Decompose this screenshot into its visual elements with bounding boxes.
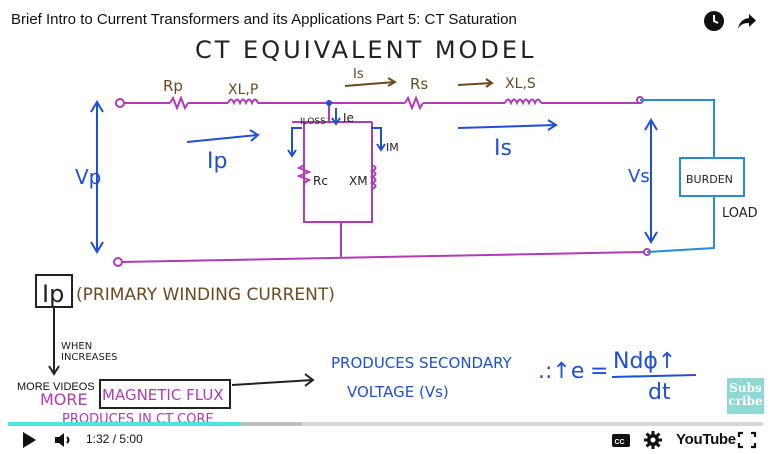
label-im: IM <box>386 141 399 154</box>
label-vp: Vp <box>75 165 101 189</box>
label-rp: Rp <box>163 77 183 95</box>
label-xls: XL,S <box>505 76 536 92</box>
label-ip-arrow: Ip <box>207 149 227 174</box>
svg-text:CC: CC <box>615 439 625 446</box>
label-increases: INCREASES <box>61 352 118 363</box>
label-when: WHEN <box>61 341 92 352</box>
label-rs: Rs <box>410 75 428 93</box>
label-ie: Ie <box>343 111 354 125</box>
progress-played <box>8 422 240 426</box>
label-produces-secondary: PRODUCES SECONDARY <box>331 354 513 372</box>
label-vs: Vs <box>628 166 650 187</box>
captions-icon[interactable]: CC <box>611 429 631 451</box>
eq-lhs: .:↑e <box>538 359 584 384</box>
time-display: 1:32 / 5:00 <box>86 432 143 446</box>
settings-gear-icon[interactable] <box>643 429 663 451</box>
label-ip-box: Ip <box>42 280 64 308</box>
subscribe-button[interactable]: Subs cribe <box>727 378 764 414</box>
whiteboard-heading: CT EQUIVALENT MODEL <box>195 36 536 64</box>
label-xlp: XL,P <box>228 82 258 98</box>
time-separator: / <box>112 432 117 446</box>
eq-denominator: dt <box>648 380 671 405</box>
more-videos-label[interactable]: MORE VIDEOS <box>17 381 95 393</box>
title-bar: Brief Intro to Current Transformers and … <box>0 0 771 40</box>
arrows-brown <box>344 77 494 88</box>
label-rc: Rc <box>313 174 328 188</box>
label-voltage-vs: VOLTAGE (Vs) <box>347 383 449 401</box>
eq-equals: = <box>590 359 608 384</box>
label-more: MORE <box>40 390 88 409</box>
watch-later-icon[interactable] <box>702 9 726 33</box>
duration: 5:00 <box>119 432 143 446</box>
burden-loop <box>640 99 745 253</box>
share-icon[interactable] <box>735 9 759 33</box>
youtube-logo[interactable]: YouTube <box>676 431 736 448</box>
label-is-arrow: Is <box>494 136 512 161</box>
label-magnetic-flux: MAGNETIC FLUX <box>102 386 224 404</box>
label-iloss: ILOSS <box>300 117 326 127</box>
play-icon[interactable] <box>18 429 40 451</box>
label-primary-winding: (PRIMARY WINDING CURRENT) <box>76 285 335 305</box>
player-controls: 1:32 / 5:00 CC YouTube <box>0 427 771 454</box>
label-xm: XM <box>349 174 368 188</box>
progress-bar[interactable] <box>8 422 763 426</box>
arrows-blue <box>90 100 658 254</box>
fullscreen-icon[interactable] <box>737 429 757 451</box>
label-load: LOAD <box>722 206 758 221</box>
label-burden: BURDEN <box>686 173 733 186</box>
primary-wire <box>113 95 651 267</box>
volume-icon[interactable] <box>52 429 74 451</box>
current-time: 1:32 <box>86 432 110 446</box>
eq-numerator: Ndϕ↑ <box>613 349 676 374</box>
video-title[interactable]: Brief Intro to Current Transformers and … <box>11 11 517 28</box>
subscribe-line2: cribe <box>728 394 763 408</box>
label-is-top: Is <box>353 67 364 82</box>
subscribe-line1: Subs <box>729 381 762 395</box>
